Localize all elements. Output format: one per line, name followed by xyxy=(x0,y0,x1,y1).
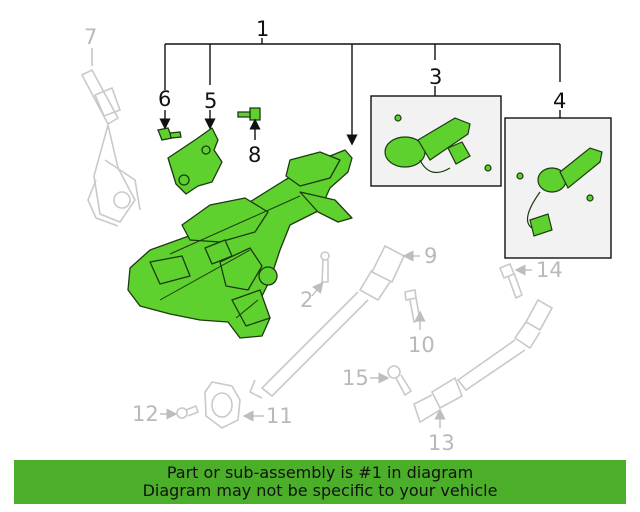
callout-13: 13 xyxy=(428,431,455,455)
callout-9: 9 xyxy=(424,244,437,268)
part-1-detail-lines xyxy=(159,195,301,319)
part-12-bolt xyxy=(176,404,199,419)
part-10-bolt xyxy=(404,289,421,324)
callout-7: 7 xyxy=(84,25,97,49)
callout-11: 11 xyxy=(266,404,293,428)
parts-diagram: 1 3 4 5 6 8 7 9 2 10 14 15 12 11 13 xyxy=(80,17,612,455)
part-7-multifunction-switch xyxy=(80,68,141,227)
callout-10: 10 xyxy=(408,333,435,357)
part-3-box xyxy=(370,95,502,187)
part-14-bolt xyxy=(498,262,523,300)
callout-15: 15 xyxy=(342,366,369,390)
callout-14: 14 xyxy=(536,258,563,282)
part-1-steering-column-assembly xyxy=(127,149,353,339)
part-2-bolt xyxy=(320,251,330,283)
callout-6: 6 xyxy=(158,87,171,111)
leader-lines-dark xyxy=(159,38,561,146)
part-11-boot xyxy=(204,381,241,429)
callout-2: 2 xyxy=(300,288,313,312)
part-13-intermediate-shaft xyxy=(413,298,554,424)
part-6-bolt xyxy=(157,127,182,141)
part-15-bolt xyxy=(387,365,413,397)
part-9-steering-shaft xyxy=(248,244,406,399)
part-5-bracket xyxy=(167,127,223,195)
info-banner: Part or sub-assembly is #1 in diagram Di… xyxy=(14,460,626,504)
callout-5: 5 xyxy=(204,89,217,113)
callout-1: 1 xyxy=(256,17,269,41)
callout-4: 4 xyxy=(553,89,566,113)
callout-8: 8 xyxy=(248,143,261,167)
banner-line-1: Part or sub-assembly is #1 in diagram xyxy=(166,463,474,482)
leader-lines-light xyxy=(91,48,532,428)
banner-line-2: Diagram may not be specific to your vehi… xyxy=(142,481,498,500)
part-8-bolt xyxy=(237,107,261,121)
callout-3: 3 xyxy=(429,65,442,89)
callout-12: 12 xyxy=(132,402,159,426)
part-4-box xyxy=(504,117,612,259)
